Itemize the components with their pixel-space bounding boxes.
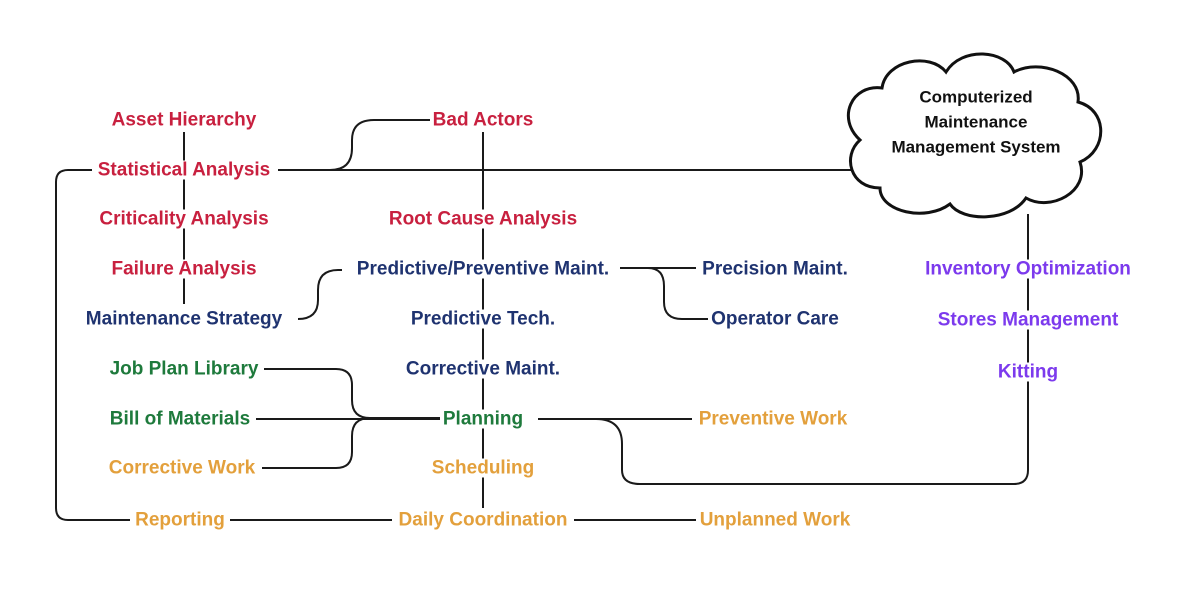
node-reporting: Reporting: [133, 509, 227, 531]
node-bad-actors: Bad Actors: [430, 109, 536, 131]
node-statistical-analysis: Statistical Analysis: [95, 159, 273, 181]
cloud-label: Computerized Maintenance Management Syst…: [891, 85, 1060, 160]
node-daily-coordination: Daily Coordination: [396, 509, 570, 531]
node-scheduling: Scheduling: [429, 457, 537, 479]
node-predictive-tech: Predictive Tech.: [408, 308, 558, 330]
cloud-shape: [846, 52, 1103, 219]
node-maintenance-strategy: Maintenance Strategy: [83, 308, 285, 330]
connector-statistical-to-bad-actors: [300, 119, 430, 171]
node-bill-of-materials: Bill of Materials: [107, 408, 253, 430]
cloud-line-3: Management System: [891, 137, 1061, 157]
node-stores-management: Stores Management: [935, 309, 1121, 331]
node-criticality-analysis: Criticality Analysis: [97, 208, 271, 230]
node-precision-maint: Precision Maint.: [700, 258, 850, 280]
cloud-line-1: Computerized: [919, 87, 1033, 107]
connector-outer-loop: [55, 169, 130, 521]
node-failure-analysis: Failure Analysis: [109, 258, 259, 280]
node-root-cause-analysis: Root Cause Analysis: [386, 208, 580, 230]
node-job-plan-library: Job Plan Library: [107, 358, 261, 380]
connector-corrective-to-planning: [262, 417, 371, 469]
connector-jobplan-to-planning: [264, 368, 440, 419]
connector-strategy-to-ppm: [297, 269, 342, 320]
node-unplanned-work: Unplanned Work: [697, 509, 853, 531]
node-kitting: Kitting: [995, 361, 1061, 383]
node-asset-hierarchy: Asset Hierarchy: [109, 109, 259, 131]
node-inventory-optimization: Inventory Optimization: [923, 258, 1133, 280]
cloud-line-2: Maintenance: [924, 112, 1028, 132]
node-operator-care: Operator Care: [709, 308, 841, 330]
node-corrective-work: Corrective Work: [106, 457, 258, 479]
node-predictive-preventive-maint: Predictive/Preventive Maint.: [354, 258, 612, 280]
connector-ppm-to-operator-care: [620, 267, 708, 320]
connector-planning-to-inventory: [595, 214, 1029, 485]
node-corrective-maint: Corrective Maint.: [403, 358, 563, 380]
node-planning: Planning: [440, 408, 526, 430]
node-preventive-work: Preventive Work: [696, 408, 850, 430]
